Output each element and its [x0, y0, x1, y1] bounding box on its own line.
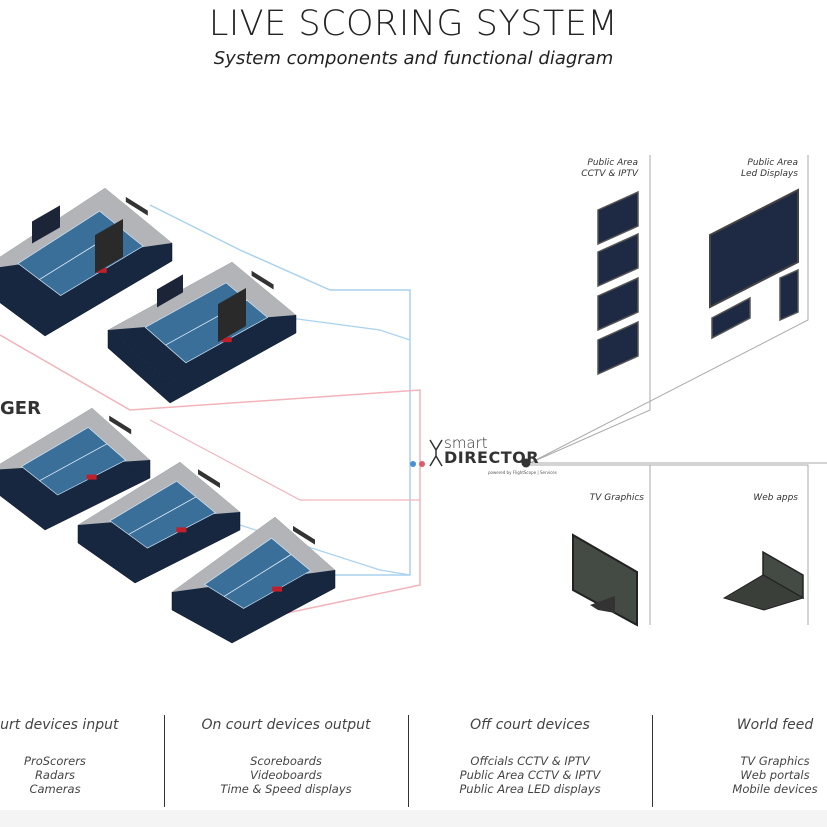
- feed-line: [529, 155, 651, 464]
- feed-line: [529, 155, 809, 464]
- display-board: [157, 274, 183, 308]
- scoreboard: [251, 270, 274, 290]
- videoboard: [218, 287, 246, 343]
- input-line: [149, 204, 411, 576]
- column-off-court: Off court devices Offcials CCTV & IPTV P…: [415, 716, 645, 796]
- led-display-small: [711, 296, 751, 340]
- label-web: Web apps: [753, 493, 798, 503]
- director-logo-icon: [429, 439, 443, 467]
- divider: [408, 715, 409, 807]
- column-heading: Off court devices: [470, 717, 590, 733]
- column-heading: ourt devices input: [0, 717, 119, 733]
- column-item: Scoreboards: [250, 754, 322, 768]
- output-line: [0, 334, 421, 626]
- label-led: Public Area Led Displays: [741, 158, 798, 179]
- footer-bar: [0, 810, 827, 827]
- hub-node: [521, 458, 531, 468]
- divider: [164, 715, 165, 807]
- tennis-court: [203, 537, 312, 609]
- label-tv: TV Graphics: [589, 493, 644, 503]
- column-item: Mobile devices: [732, 782, 818, 796]
- column-item: TV Graphics: [740, 754, 810, 768]
- column-item: Public Area CCTV & IPTV: [459, 768, 601, 782]
- input-node: [410, 461, 416, 467]
- court-net: [39, 443, 108, 482]
- column-output: On court devices output Scoreboards Vide…: [171, 716, 401, 796]
- off-court-devices: [572, 188, 805, 627]
- proscorer-device: [86, 474, 97, 480]
- court-4: [77, 462, 241, 584]
- court-net: [223, 554, 292, 597]
- hub-director: DIRECTOR: [444, 448, 540, 467]
- column-item: Web portals: [740, 768, 810, 782]
- cctv-screen: [597, 190, 639, 246]
- videoboard: [95, 218, 123, 274]
- input-line: [289, 317, 411, 341]
- left-logo: GER: [0, 398, 41, 419]
- column-heading: World feed: [736, 717, 814, 733]
- hub-powered-by: powered by FlightScope | Services: [488, 470, 557, 475]
- output-line: [149, 419, 420, 501]
- scoreboard: [109, 415, 132, 435]
- court-net: [128, 496, 197, 535]
- feed-line: [530, 464, 809, 625]
- scoreboard: [293, 525, 315, 545]
- divider: [652, 715, 653, 807]
- column-item: Time & Speed displays: [220, 782, 352, 796]
- connection-lines: [0, 155, 827, 626]
- column-item: Radars: [34, 768, 76, 782]
- cctv-screen: [597, 276, 639, 332]
- hub-smart: smart: [444, 434, 488, 452]
- column-item: Cameras: [29, 782, 81, 796]
- tv-stand: [590, 596, 615, 613]
- column-item: ProScorers: [24, 754, 86, 768]
- label-cctv: Public Area CCTV & IPTV: [581, 158, 638, 179]
- tennis-court: [20, 426, 127, 496]
- proscorer-device: [96, 267, 107, 273]
- court-5: [171, 517, 336, 644]
- column-input: ourt devices input ProScorers Radars Cam…: [0, 716, 170, 796]
- court-2: [107, 262, 297, 404]
- court-3: [0, 408, 151, 531]
- column-heading: On court devices output: [201, 717, 371, 733]
- proscorer-device: [221, 337, 232, 343]
- column-world-feed: World feed TV Graphics Web portals Mobil…: [660, 716, 827, 796]
- tv-screen: [572, 533, 638, 627]
- cctv-screen: [597, 232, 639, 288]
- page-title: LIVE SCORING SYSTEM: [208, 4, 619, 44]
- column-item: Public Area LED displays: [459, 782, 601, 796]
- laptop-keyboard: [722, 574, 805, 611]
- scoreboard: [125, 196, 148, 216]
- column-item: Videoboards: [250, 768, 322, 782]
- output-node: [419, 461, 425, 467]
- tennis-court: [109, 480, 216, 549]
- display-board: [32, 205, 60, 244]
- led-display: [709, 188, 799, 309]
- courts: [0, 188, 336, 644]
- page-subtitle: System components and functional diagram: [213, 48, 614, 69]
- proscorer-device: [272, 586, 283, 592]
- proscorer-device: [176, 527, 187, 533]
- scoreboard: [198, 469, 220, 488]
- led-display-small: [779, 268, 799, 322]
- cctv-screen: [597, 320, 639, 376]
- column-item: Offcials CCTV & IPTV: [470, 754, 590, 768]
